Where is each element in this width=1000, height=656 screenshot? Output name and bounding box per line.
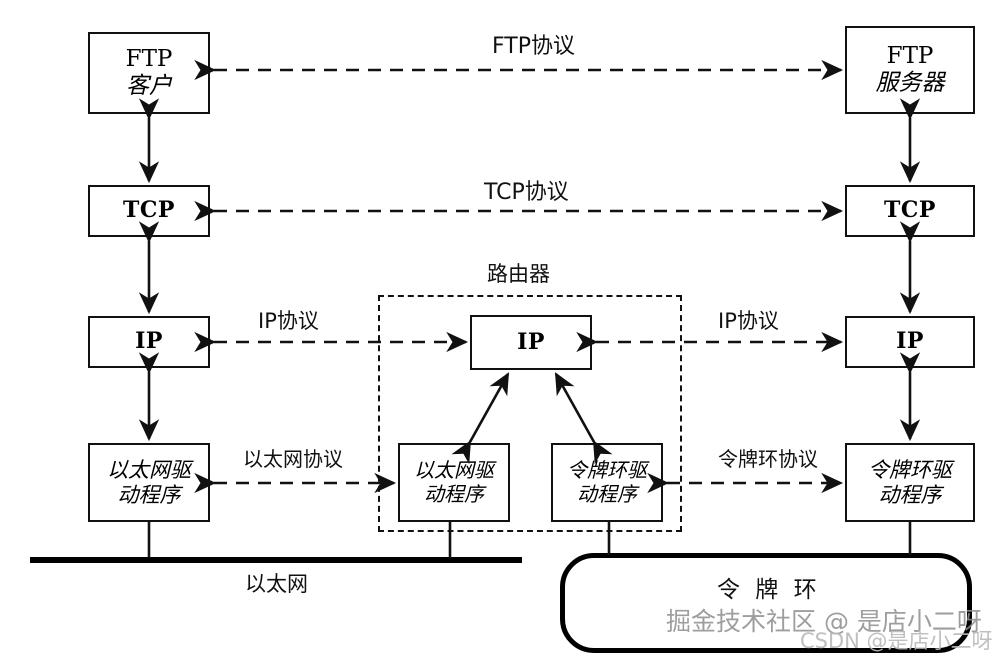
node-tcp-right-label: TCP — [884, 197, 936, 224]
node-ftp-server-line1: FTP — [886, 42, 934, 69]
node-ethernet-driver-left-line2: 动程序 — [117, 482, 181, 507]
node-ethernet-driver-router-line1: 以太网驱 — [414, 457, 494, 482]
node-token-ring-driver-router-line1: 令牌环驱 — [567, 457, 647, 482]
protocol-label-ip-left: IP协议 — [258, 309, 319, 333]
node-tcp-right: TCP — [845, 185, 975, 237]
token-ring-label: 令 牌 环 — [717, 577, 821, 603]
protocol-label-token-ring: 令牌环协议 — [718, 447, 818, 471]
node-token-ring-driver-router-line2: 动程序 — [577, 481, 637, 506]
ethernet-bus-label: 以太网 — [245, 572, 308, 596]
node-token-ring-driver-right-line1: 令牌环驱 — [868, 457, 952, 482]
protocol-label-tcp: TCP协议 — [484, 180, 569, 205]
protocol-label-ftp: FTP协议 — [492, 34, 575, 59]
token-ring-loop — [560, 553, 972, 653]
node-ftp-client: FTP 客户 — [88, 32, 210, 114]
node-ip-left-label: IP — [135, 328, 163, 355]
protocol-label-ethernet: 以太网协议 — [243, 447, 343, 471]
node-ftp-server: FTP 服务器 — [845, 26, 975, 114]
protocol-label-ip-right: IP协议 — [718, 309, 779, 333]
node-ip-right-label: IP — [896, 328, 924, 355]
node-ip-right: IP — [845, 316, 975, 368]
node-token-ring-driver-right: 令牌环驱 动程序 — [845, 443, 975, 522]
node-ethernet-driver-left: 以太网驱 动程序 — [88, 443, 210, 522]
node-ftp-client-line1: FTP — [125, 45, 173, 72]
node-ftp-client-line2: 客户 — [126, 73, 172, 99]
node-token-ring-driver-router: 令牌环驱 动程序 — [551, 443, 663, 522]
ethernet-bus-line — [30, 557, 522, 563]
node-ip-router-label: IP — [517, 328, 545, 355]
node-ftp-server-line2: 服务器 — [875, 70, 945, 96]
node-ethernet-driver-router-line2: 动程序 — [424, 481, 484, 506]
node-ip-router: IP — [470, 315, 592, 370]
node-ethernet-driver-left-line1: 以太网驱 — [107, 457, 191, 482]
node-ip-left: IP — [88, 316, 210, 368]
node-tcp-left: TCP — [88, 185, 210, 237]
node-tcp-left-label: TCP — [123, 197, 175, 224]
node-token-ring-driver-right-line2: 动程序 — [878, 482, 942, 507]
router-group-label: 路由器 — [487, 262, 550, 286]
router-group-frame — [378, 295, 682, 532]
node-ethernet-driver-router: 以太网驱 动程序 — [398, 443, 510, 522]
